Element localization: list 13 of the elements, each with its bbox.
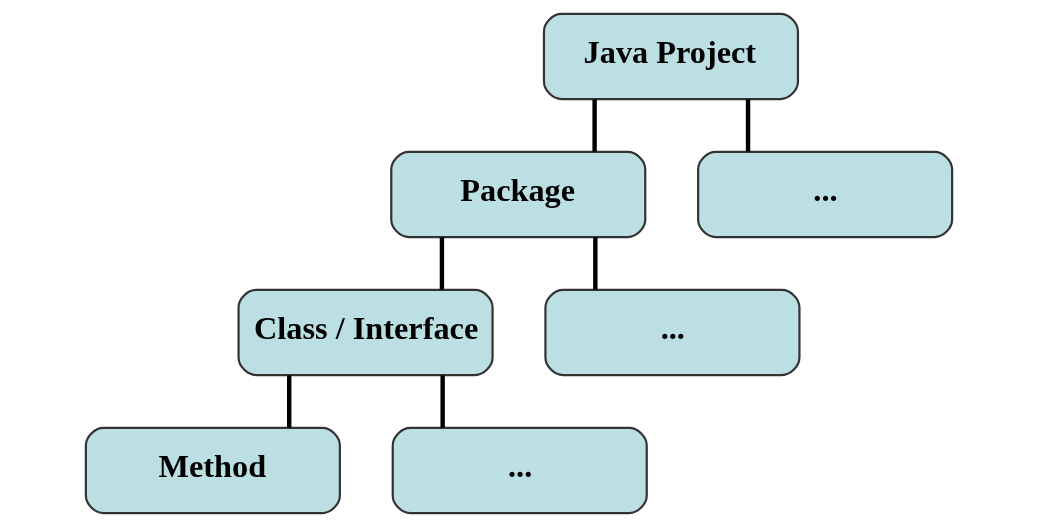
connector — [439, 237, 445, 290]
node-box: Java Project — [542, 12, 800, 101]
node-box: Package — [390, 150, 647, 239]
node-box: ... — [391, 426, 648, 515]
connector — [287, 375, 292, 428]
node-box: ... — [544, 288, 801, 377]
connector — [440, 375, 445, 428]
node-box: ... — [697, 150, 954, 239]
connector — [592, 99, 597, 152]
connector — [593, 237, 598, 290]
node-box: Method — [84, 426, 341, 515]
connector — [745, 99, 751, 152]
node-box: Class / Interface — [237, 288, 494, 377]
